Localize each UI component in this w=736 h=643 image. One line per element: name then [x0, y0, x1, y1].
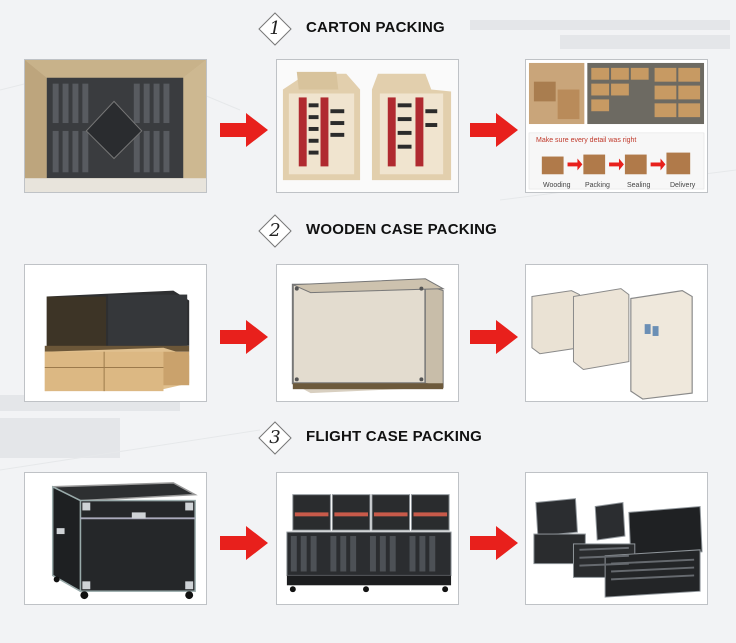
arrow-right-icon — [220, 320, 268, 354]
arrow-right-icon — [470, 320, 518, 354]
arrow-right-icon — [470, 526, 518, 560]
process-step-label: Delivery — [670, 182, 696, 189]
section-title: FLIGHT CASE PACKING — [306, 428, 483, 445]
process-step-label: Sealing — [627, 182, 651, 189]
section-header-carton: 1 CARTON PACKING — [0, 12, 736, 46]
section-header-flight: 3 FLIGHT CASE PACKING — [0, 421, 736, 455]
carton-photo-modules-in-boxes — [276, 59, 459, 193]
step-number: 3 — [269, 427, 281, 448]
section-title: CARTON PACKING — [306, 19, 445, 36]
process-step-label: Wooding — [543, 182, 571, 189]
process-heading: Make sure every detail was right — [536, 137, 637, 144]
wooden-photo-three-crates — [525, 264, 708, 402]
flight-photo-open-cases-row — [276, 472, 459, 605]
section-header-wooden: 2 WOODEN CASE PACKING — [0, 214, 736, 248]
step-number: 2 — [269, 220, 281, 241]
flight-photo-three-cases — [525, 472, 708, 605]
carton-photo-warehouse-process: Make sure every detail was right Wooding… — [525, 59, 708, 193]
process-step-label: Packing — [585, 182, 610, 189]
step-badge: 2 — [258, 214, 292, 248]
arrow-right-icon — [220, 113, 268, 147]
section-title: WOODEN CASE PACKING — [306, 221, 498, 238]
wooden-photo-closed-crate — [276, 264, 459, 402]
arrow-right-icon — [470, 113, 518, 147]
arrow-right-icon — [220, 526, 268, 560]
carton-photo-open-box — [24, 59, 207, 193]
step-number: 1 — [269, 18, 281, 39]
wooden-photo-screens-on-crate — [24, 264, 207, 402]
step-badge: 3 — [258, 421, 292, 455]
step-badge: 1 — [258, 12, 292, 46]
flight-photo-single-case — [24, 472, 207, 605]
